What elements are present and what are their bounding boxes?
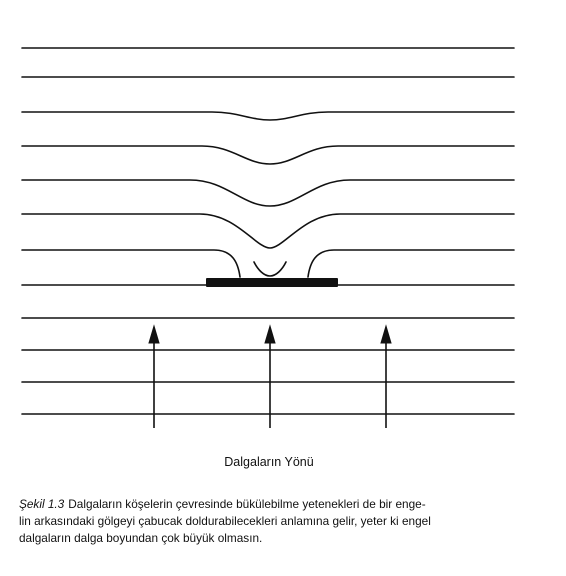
diffracted-wavefront — [21, 213, 515, 249]
diffracted-wavefront-right — [307, 249, 515, 278]
arrow-up-icon — [148, 324, 160, 344]
diffracted-wavefront — [21, 111, 515, 121]
diffracted-wavefront — [21, 145, 515, 165]
caption-line-3: dalgaların dalga boyundan çok büyük olma… — [19, 531, 263, 545]
caption-line-1: Dalgaların köşelerin çevresinde bükülebi… — [68, 497, 426, 511]
diffracted-wavefront — [21, 179, 515, 207]
obstacle-bar — [206, 278, 338, 287]
diffraction-diagram — [21, 47, 515, 428]
arrow-up-icon — [264, 324, 276, 344]
wave-direction-arrows — [148, 324, 392, 428]
arrow-up-icon — [380, 324, 392, 344]
diffracted-wavefront-left — [21, 249, 241, 278]
caption-label: Şekil 1.3 — [19, 497, 65, 511]
wavefront-lines — [21, 47, 515, 415]
caption-line-2: lin arkasındaki gölgeyi çabucak doldurab… — [19, 514, 431, 528]
diffracted-wavefront-center — [253, 261, 287, 277]
waves-direction-label: Dalgaların Yönü — [224, 455, 314, 469]
